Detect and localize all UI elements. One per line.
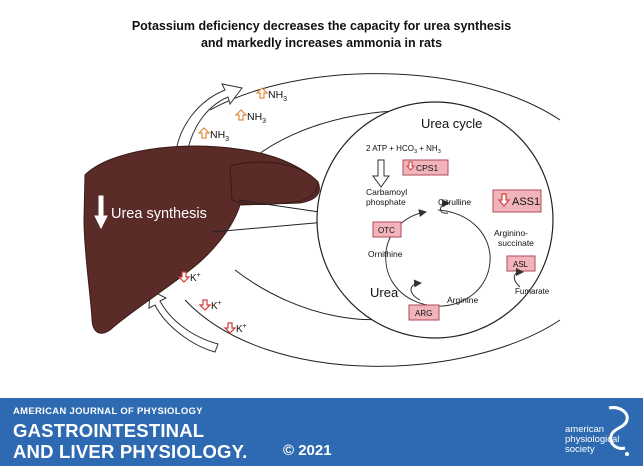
journal-footer: AMERICAN JOURNAL OF PHYSIOLOGY GASTROINT… <box>0 398 643 466</box>
carbamoyl-label-1: Carbamoyl <box>366 187 407 197</box>
urea-cycle-circle <box>317 102 553 338</box>
k-label-1: K+ <box>190 272 201 284</box>
urea-cycle-diagram: Urea synthesis NH3 NH3 NH3 K+ K+ K+ Urea… <box>0 0 643 398</box>
arg-label: ARG <box>415 309 432 318</box>
argininosuccinate-label-1: Argininо- <box>494 228 528 238</box>
citrulline-label: Citrulline <box>438 197 471 207</box>
fumarate-label: Fumarate <box>515 287 550 296</box>
nh3-label-2: NH3 <box>247 111 266 125</box>
down-flow-arrow <box>149 290 218 352</box>
nh3-up-arrow-3 <box>199 128 209 138</box>
ass1-label: ASS1 <box>512 196 540 208</box>
k-label-2: K+ <box>211 300 222 312</box>
aps-logo-icon <box>603 404 637 460</box>
argininosuccinate-label-2: succinate <box>498 238 534 248</box>
carbamoyl-label-2: phosphate <box>366 197 406 207</box>
nh3-up-arrow-2 <box>236 110 246 120</box>
k-label-3: K+ <box>236 323 247 335</box>
urea-label: Urea <box>370 285 399 300</box>
asl-label: ASL <box>513 260 529 269</box>
cps1-label: CPS1 <box>416 163 438 173</box>
k-down-arrow-2 <box>200 300 210 310</box>
arginine-label: Arginine <box>447 295 478 305</box>
otc-label: OTC <box>378 226 395 235</box>
liver-right-lobe <box>230 162 318 204</box>
journal-name-top: AMERICAN JOURNAL OF PHYSIOLOGY <box>13 406 203 417</box>
nh3-label-1: NH3 <box>268 89 287 103</box>
nh3-label-3: NH3 <box>210 129 229 143</box>
urea-synthesis-label: Urea synthesis <box>111 206 207 222</box>
journal-name-line-1: GASTROINTESTINAL <box>13 420 204 442</box>
ornithine-label: Ornithine <box>368 249 403 259</box>
journal-name-line-2: AND LIVER PHYSIOLOGY. <box>13 441 247 463</box>
urea-cycle-title: Urea cycle <box>421 116 482 131</box>
copyright: © 2021 <box>283 442 332 459</box>
